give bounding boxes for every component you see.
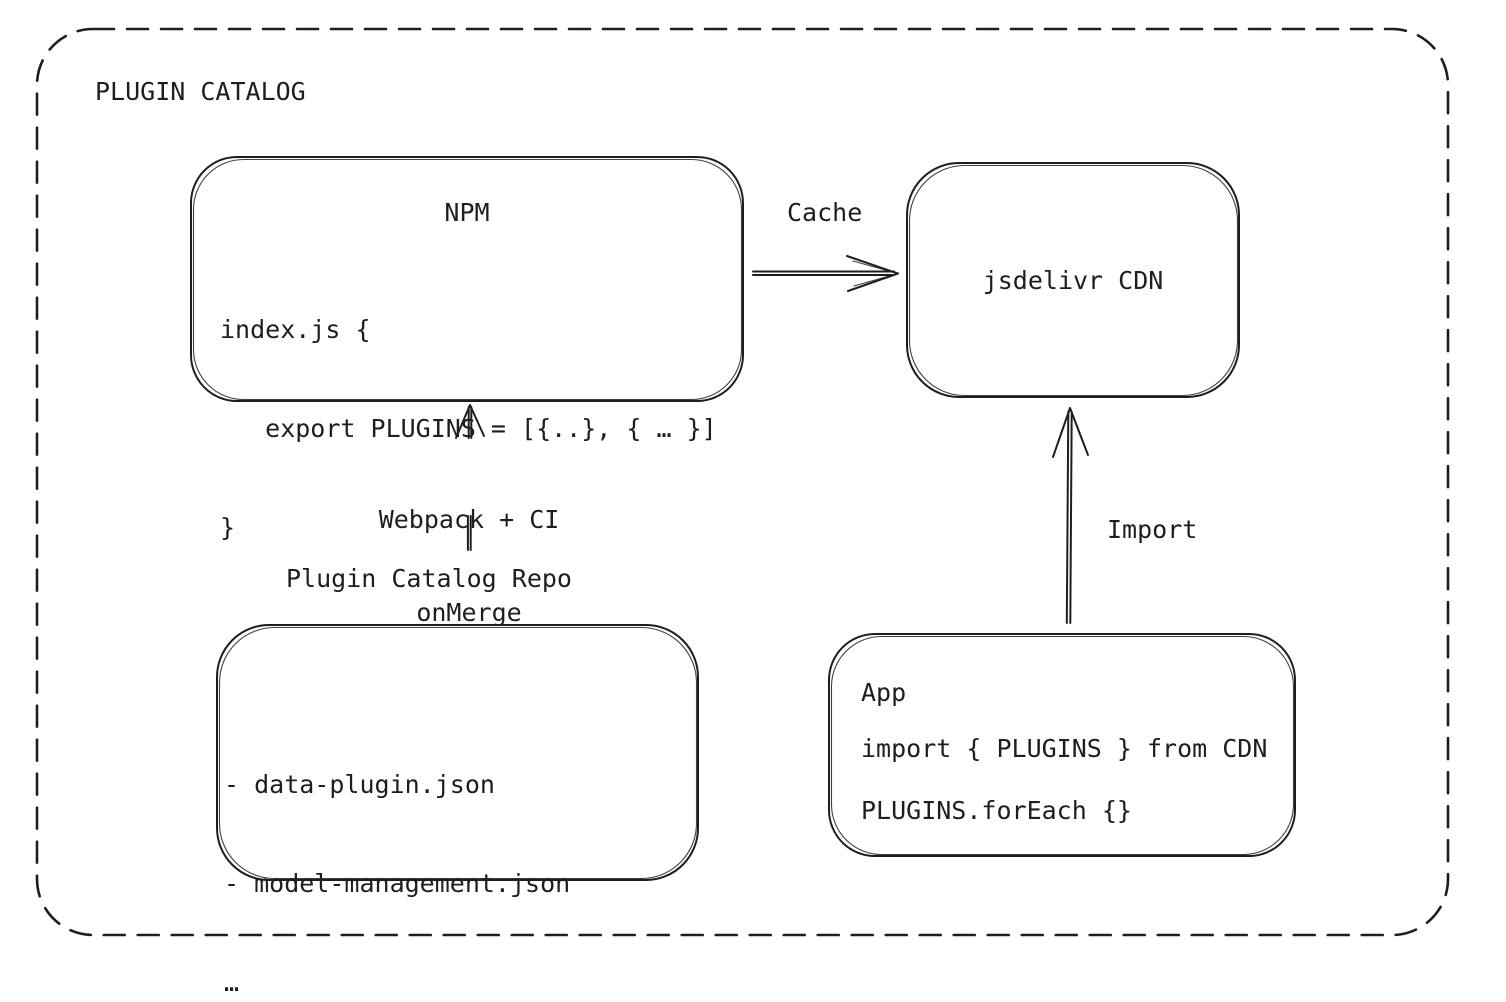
npm-box-title: NPM (444, 198, 490, 227)
app-box (828, 633, 1296, 857)
webpack-arrow (455, 404, 485, 551)
cache-arrow-label: Cache (787, 198, 863, 227)
npm-code-line: export PLUGINS = [{..}, { … }] (220, 414, 717, 443)
webpack-arrow-label-line: Webpack + CI (378, 505, 560, 534)
import-arrow-label: Import (1107, 515, 1198, 544)
app-box-title: App (861, 678, 907, 707)
cdn-box (906, 162, 1240, 398)
repo-file-item: - data-plugin.json (224, 770, 495, 799)
catalog-title: PLUGIN CATALOG (95, 77, 306, 106)
repo-file-item: … (224, 968, 240, 997)
import-arrow (1052, 407, 1089, 624)
repo-file-item: - model-management.json (224, 869, 571, 898)
webpack-arrow-label-line: onMerge (416, 598, 522, 627)
app-code-line: PLUGINS.forEach {} (861, 796, 1132, 825)
repo-box-title: Plugin Catalog Repo (286, 564, 572, 593)
npm-code-line: } (220, 513, 236, 542)
cache-arrow (752, 255, 899, 292)
npm-box (190, 156, 744, 402)
npm-code: index.js { export PLUGINS = [{..}, { … }… (220, 247, 717, 610)
catalog-boundary (35, 27, 1450, 937)
cdn-box-label: jsdelivr CDN (982, 265, 1164, 295)
webpack-arrow-label: Webpack + CI onMerge (319, 442, 619, 690)
npm-code-line: index.js { (220, 315, 371, 344)
app-code-line: import { PLUGINS } from CDN (861, 734, 1268, 763)
repo-file-list: - data-plugin.json - model-management.js… (224, 702, 570, 1002)
repo-box (216, 624, 699, 881)
cdn-box-label-wrap: jsdelivr CDN (907, 163, 1239, 397)
